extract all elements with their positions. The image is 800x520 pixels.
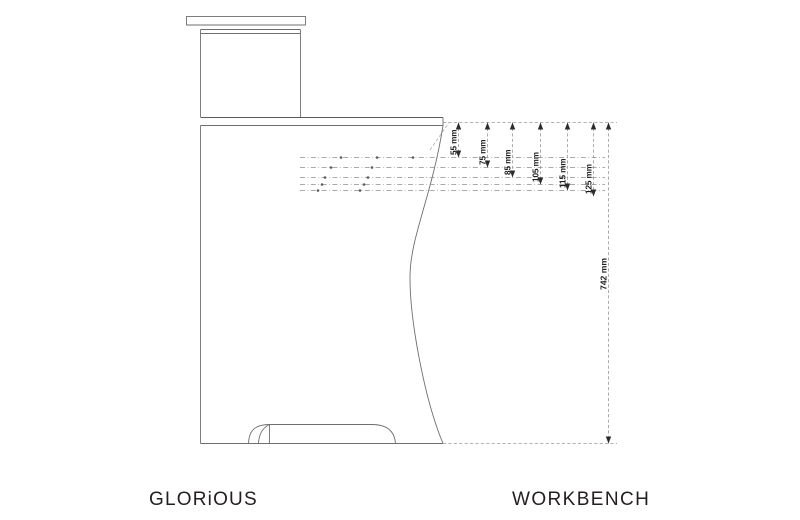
dim-115-label: 115 mm (559, 159, 568, 188)
base-foot-detail (248, 424, 396, 444)
centerline-dot (358, 189, 362, 192)
dim-75-label: 75 mm (479, 140, 488, 165)
dimension-105mm: 105 mm (532, 122, 544, 185)
centerline-dot (411, 156, 415, 159)
left-foot-arch (248, 424, 270, 444)
dimension-125mm: 125 mm (585, 122, 597, 197)
worktop-band (200, 117, 444, 126)
height-dimension-group: 55 mm 75 mm 85 mm 105 mm (450, 122, 597, 197)
arrow-down-icon (564, 183, 571, 191)
monitor-assembly (186, 16, 306, 26)
dimension-overall-height: 742 mm (599, 122, 612, 444)
body-curved-right-profile (409, 125, 444, 444)
centerline-dot (362, 183, 366, 186)
centerline-dot (375, 156, 379, 159)
centerline-dot (366, 176, 370, 179)
arrow-down-icon (605, 436, 612, 444)
dimension-85mm: 85 mm (504, 122, 516, 178)
dimension-115mm: 115 mm (559, 122, 571, 191)
dimension-75mm: 75 mm (479, 122, 491, 168)
arrow-up-icon (590, 122, 597, 130)
dim-742-label: 742 mm (599, 258, 609, 290)
arrow-down-icon (455, 150, 462, 158)
leader-line-diagonal (429, 122, 450, 151)
centerline-dot (316, 189, 320, 192)
centerline-dot (370, 166, 374, 169)
centerline-dot (329, 166, 333, 169)
upper-riser-box (200, 29, 301, 117)
dim-105-label: 105 mm (532, 152, 541, 182)
shelf-centerlines (300, 156, 605, 192)
dimension-55mm: 55 mm (450, 122, 462, 158)
centerline-dot (339, 156, 343, 159)
arrow-down-icon (590, 189, 597, 197)
arrow-up-icon (455, 122, 462, 130)
arrow-up-icon (564, 122, 571, 130)
workbench-body (200, 125, 444, 444)
left-foot-inner-arch (258, 424, 270, 444)
arrow-down-icon (537, 177, 544, 185)
dimension-reference-lines (429, 122, 617, 444)
right-foot-arch (371, 424, 396, 444)
dim-85-label: 85 mm (504, 150, 513, 175)
arrow-up-icon (484, 122, 491, 130)
arrow-down-icon (509, 170, 516, 178)
brand-logo: GLORiOUS (149, 489, 258, 510)
monitor-top-bar (186, 16, 306, 26)
arrow-up-icon (605, 122, 612, 130)
centerline-dot (323, 176, 327, 179)
arrow-up-icon (537, 122, 544, 130)
centerline-dot (320, 183, 324, 186)
product-title: WORKBENCH (512, 489, 651, 510)
dim-55-label: 55 mm (450, 130, 459, 155)
arrow-up-icon (509, 122, 516, 130)
dim-125-label: 125 mm (585, 164, 594, 194)
arrow-down-icon (484, 160, 491, 168)
